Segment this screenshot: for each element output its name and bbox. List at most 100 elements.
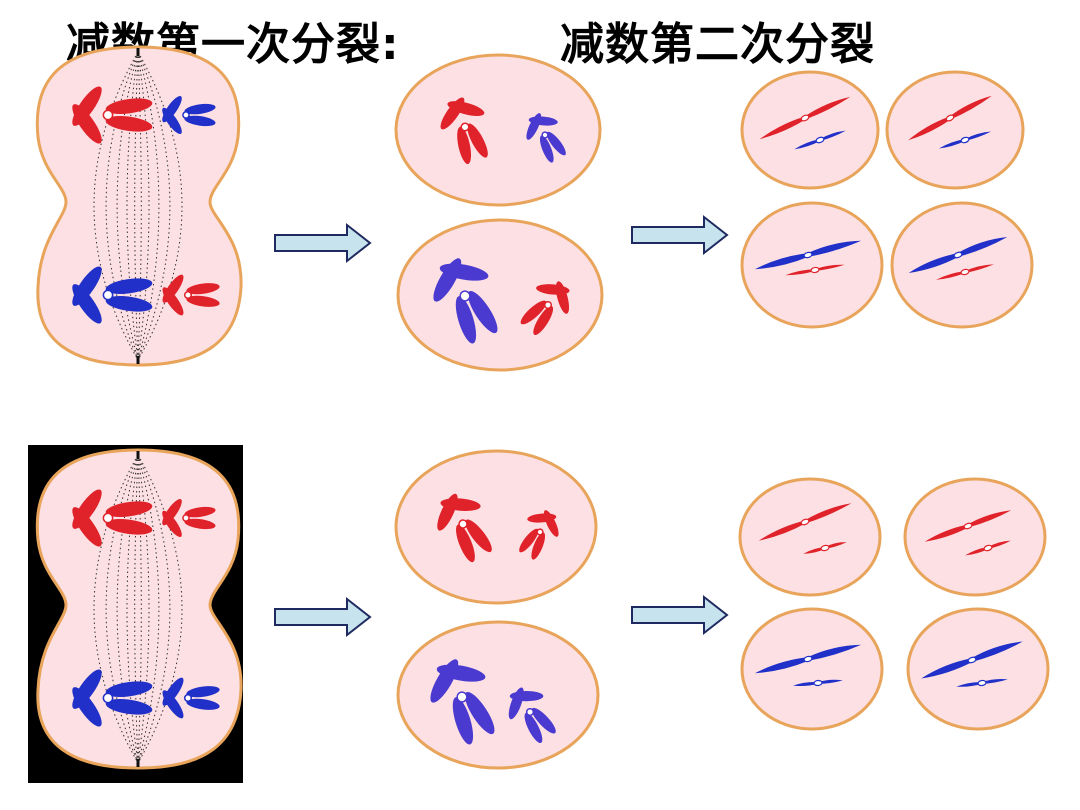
chromatid-arm <box>433 258 462 302</box>
cell <box>738 477 882 597</box>
chromatid-arm <box>72 507 102 547</box>
chromatid-arm <box>467 290 498 334</box>
chromosome-x <box>437 493 492 563</box>
chromosome-x <box>526 113 566 163</box>
centromere <box>803 251 813 259</box>
chromatid-arm <box>527 513 557 523</box>
chromosome-x <box>72 266 153 324</box>
chromatid-arm <box>520 300 547 325</box>
chromatid-arm <box>526 113 542 140</box>
spindle-fiber <box>137 454 171 764</box>
centromere <box>953 251 963 259</box>
chromosome-x <box>162 95 216 135</box>
cell <box>740 70 880 190</box>
chromosome-x <box>72 669 153 727</box>
centromere <box>102 512 114 524</box>
centromere <box>967 656 977 664</box>
chromatid-rod <box>803 542 847 554</box>
chromatid-arm <box>186 295 220 307</box>
centromere <box>102 289 114 301</box>
centromere <box>183 290 193 300</box>
chromatid-arm <box>162 107 182 135</box>
cell <box>740 607 884 731</box>
chromatid-arm <box>72 687 102 727</box>
centromere <box>458 519 468 529</box>
chromatid-arm <box>72 104 102 144</box>
chromatid-rod <box>936 264 994 280</box>
chromatid-arm <box>72 284 102 324</box>
chromatid-rod <box>956 679 1008 687</box>
spindle-fiber <box>116 51 139 361</box>
chromatid-arm <box>455 296 477 344</box>
cell <box>396 620 600 770</box>
chromatid-rod <box>794 130 846 150</box>
dividing-cell <box>35 45 243 367</box>
chromatid-arm <box>519 528 539 553</box>
chromosome-x <box>162 274 220 316</box>
centriole <box>136 759 140 767</box>
centromere <box>820 544 830 552</box>
chromatid-rod <box>921 641 1023 679</box>
centromere <box>456 691 468 703</box>
chromatid-arm <box>536 284 570 295</box>
chromatid-arm <box>508 687 524 720</box>
chromatid-rod <box>754 240 862 270</box>
chromatid-arm <box>430 659 459 703</box>
chromatid-arm <box>437 493 458 531</box>
chromatid-arm <box>184 115 216 127</box>
chromosome-x <box>440 97 488 165</box>
chromatid-arm <box>162 287 184 316</box>
chromatid-arm <box>105 116 153 132</box>
centriole <box>136 356 140 364</box>
chromatid-rod <box>965 540 1011 556</box>
heading-meiosis-two: 减数第二次分裂 <box>560 19 875 70</box>
chromatid-arm <box>546 131 566 156</box>
centromere <box>800 518 810 526</box>
chromatid-arm <box>105 519 153 535</box>
spindle-fiber <box>137 454 160 764</box>
chromatid-arm <box>162 510 182 538</box>
spindle-fiber <box>137 454 183 764</box>
chromatid-arm <box>186 698 220 710</box>
spindle-fiber <box>137 454 142 764</box>
centromere <box>960 136 970 144</box>
spindle-fiber <box>137 51 160 361</box>
centromere <box>810 266 820 274</box>
chromatid-arm <box>531 532 546 560</box>
chromatid-arm <box>184 506 216 518</box>
process-arrow <box>631 594 729 636</box>
chromatid-arm <box>105 296 153 312</box>
centromere <box>813 679 823 687</box>
spindle-fiber <box>137 51 142 361</box>
chromatid-arm <box>184 518 216 530</box>
chromatid-arm <box>184 103 216 115</box>
process-arrow <box>274 596 372 638</box>
chromatid-rod <box>938 131 992 149</box>
centromere <box>102 692 114 704</box>
chromatid-rod <box>908 95 992 141</box>
centromere <box>543 300 553 310</box>
spindle-fiber <box>116 454 139 764</box>
chromosome-x <box>162 498 216 538</box>
chromatid-rod <box>754 644 862 674</box>
cell <box>740 201 884 329</box>
centromere <box>960 268 970 276</box>
cell <box>394 449 598 605</box>
chromatid-arm <box>452 697 474 745</box>
chromatid-arm <box>162 690 184 719</box>
chromatid-rod <box>908 237 1008 273</box>
chromatid-arm <box>531 707 556 734</box>
spindle-fiber <box>105 454 139 764</box>
cell <box>885 70 1025 190</box>
centromere <box>536 528 544 536</box>
centromere <box>460 122 470 132</box>
chromatid-arm <box>539 135 554 163</box>
centromere <box>182 514 190 522</box>
chromatid-arm <box>464 691 495 735</box>
spindle-fiber <box>93 51 139 361</box>
chromatid-arm <box>533 306 554 336</box>
spindle-fiber <box>134 51 139 361</box>
chromatid-rod <box>758 503 852 541</box>
chromosome-x <box>430 659 495 745</box>
